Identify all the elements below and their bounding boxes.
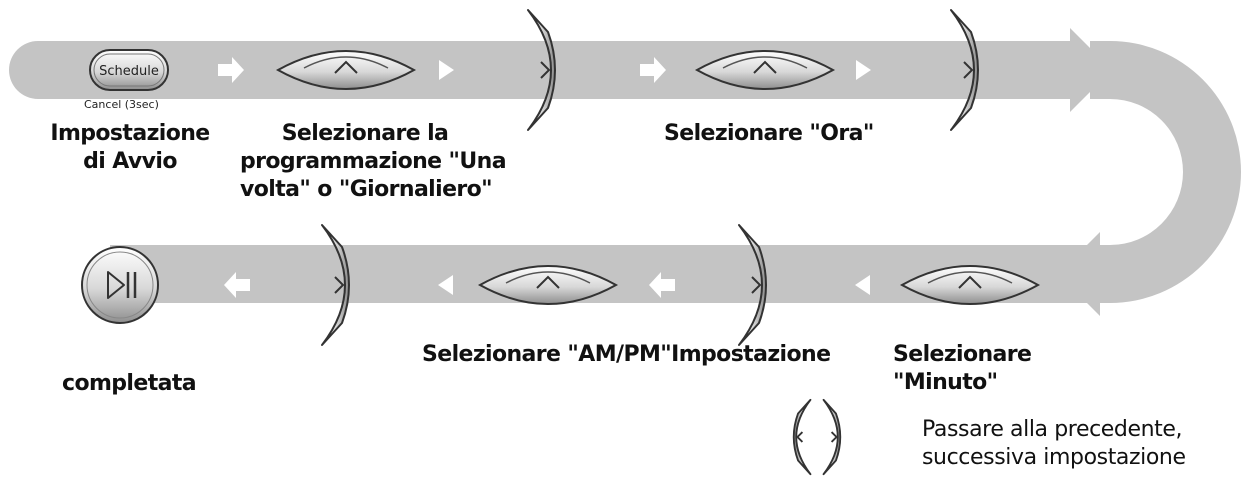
track-bottom <box>110 245 1100 303</box>
arrow-right-1 <box>218 57 244 83</box>
step-completata: completata <box>62 371 197 396</box>
triangle-left-2 <box>438 275 453 295</box>
track-top <box>9 28 1112 112</box>
step-selezionare-minuto: Selezionare "Minuto" <box>893 342 1032 395</box>
arrow-left-1 <box>649 272 675 298</box>
schedule-button-label: Schedule <box>99 64 159 79</box>
legend-text: Passare alla precedente, successiva impo… <box>922 417 1186 470</box>
arrow-right-2 <box>640 57 666 83</box>
step-impostazione-avvio: Impostazione di Avvio <box>50 121 210 174</box>
schedule-button-icon: Schedule <box>89 49 169 91</box>
cancel-hint: Cancel (3sec) <box>84 98 159 111</box>
flow-arrows <box>218 57 871 298</box>
triangle-right-2 <box>856 60 871 80</box>
track-uturn <box>1090 41 1241 303</box>
step-selezionare-ora: Selezionare "Ora" <box>664 121 874 146</box>
arrow-left-2 <box>224 272 250 298</box>
next-key-icon <box>822 398 842 476</box>
step-selezionare-programmazione: Selezionare la programmazione "Una volta… <box>240 121 507 202</box>
start-pause-icon <box>81 246 159 324</box>
prev-key-icon <box>792 398 812 476</box>
triangle-left-1 <box>855 275 870 295</box>
triangle-right-1 <box>439 60 454 80</box>
step-selezionare-ampm: Selezionare "AM/PM"Impostazione <box>422 342 831 367</box>
track-bottom-arrowhead <box>1058 232 1100 316</box>
